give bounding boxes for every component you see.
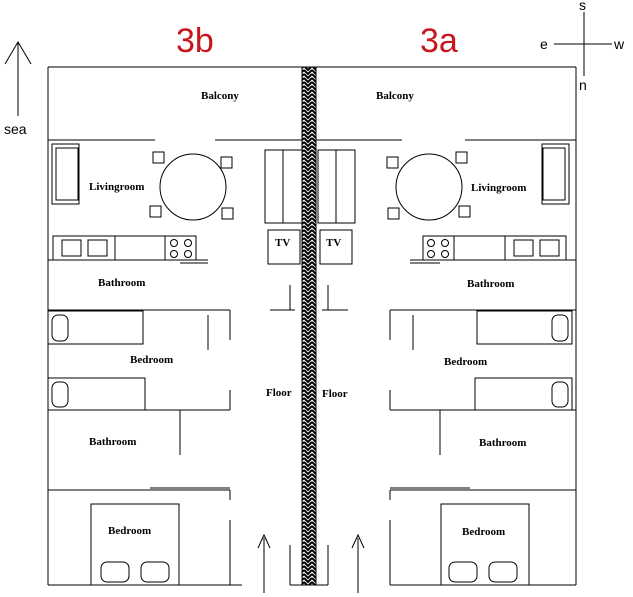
room-label-balcony-3b: Balcony [201,90,239,102]
room-label-floor-3b: Floor [266,387,292,399]
dividing-wall [301,66,317,586]
room-label-livingroom-3b: Livingroom [89,181,144,193]
tv-box [319,229,353,265]
entrance-arrow-icon [351,533,365,593]
table-icon [159,153,227,221]
sea-label: sea [4,121,27,137]
table-icon [395,153,463,221]
room-label-livingroom-3a: Livingroom [471,182,526,194]
room-label-bedroom-lower-3b: Bedroom [108,525,151,537]
compass-icon [554,12,612,76]
room-label-bedroom-lower-3a: Bedroom [462,526,505,538]
tv-label-3b: TV [275,237,290,249]
tv-label-3a: TV [326,237,341,249]
entrance-arrow-icon [257,533,271,593]
furniture-3b [47,143,303,586]
unit-label-3a: 3a [420,22,458,60]
unit-label-3b: 3b [176,22,214,60]
room-label-bathroom-upper-3b: Bathroom [98,277,145,289]
compass-e: e [540,36,548,52]
tv-box [267,229,301,265]
room-label-bathroom-lower-3a: Bathroom [479,437,526,449]
compass-n: n [579,77,587,93]
room-label-bathroom-upper-3a: Bathroom [467,278,514,290]
room-label-floor-3a: Floor [322,388,348,400]
room-label-bedroom-middle-3b: Bedroom [130,354,173,366]
compass-s: s [579,0,586,13]
room-label-bathroom-lower-3b: Bathroom [89,436,136,448]
sea-arrow-icon [4,41,32,116]
room-label-bedroom-middle-3a: Bedroom [444,356,487,368]
compass-w: w [613,36,625,52]
furniture-3a [317,143,573,586]
room-label-balcony-3a: Balcony [376,90,414,102]
